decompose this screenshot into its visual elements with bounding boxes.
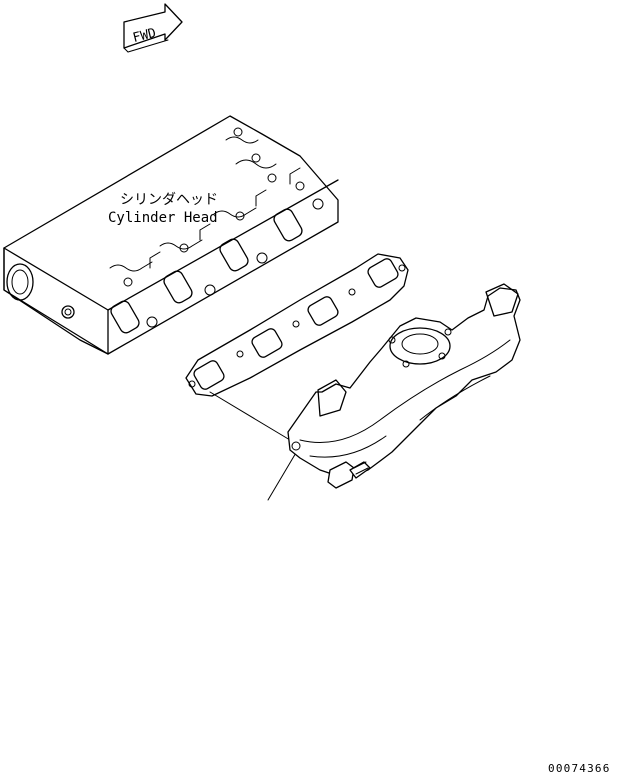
cylinder-head-top-detail — [109, 127, 324, 328]
exhaust-manifold — [287, 283, 521, 479]
fwd-arrow-icon: FWD — [123, 3, 183, 53]
cylinder-head-label-jp: シリンダヘッド — [120, 192, 218, 208]
cylinder-head-ports — [110, 208, 303, 334]
exhaust-manifold-gasket — [185, 253, 409, 397]
leader-line-gasket — [209, 391, 291, 441]
drawing-number: 00074366 — [548, 762, 611, 775]
cylinder-head-label-en: Cylinder Head — [108, 210, 218, 226]
fwd-label: FWD — [131, 26, 158, 46]
cylinder-head — [3, 115, 339, 355]
leader-line-manifold — [267, 445, 301, 501]
manifold-bolt — [327, 461, 371, 489]
